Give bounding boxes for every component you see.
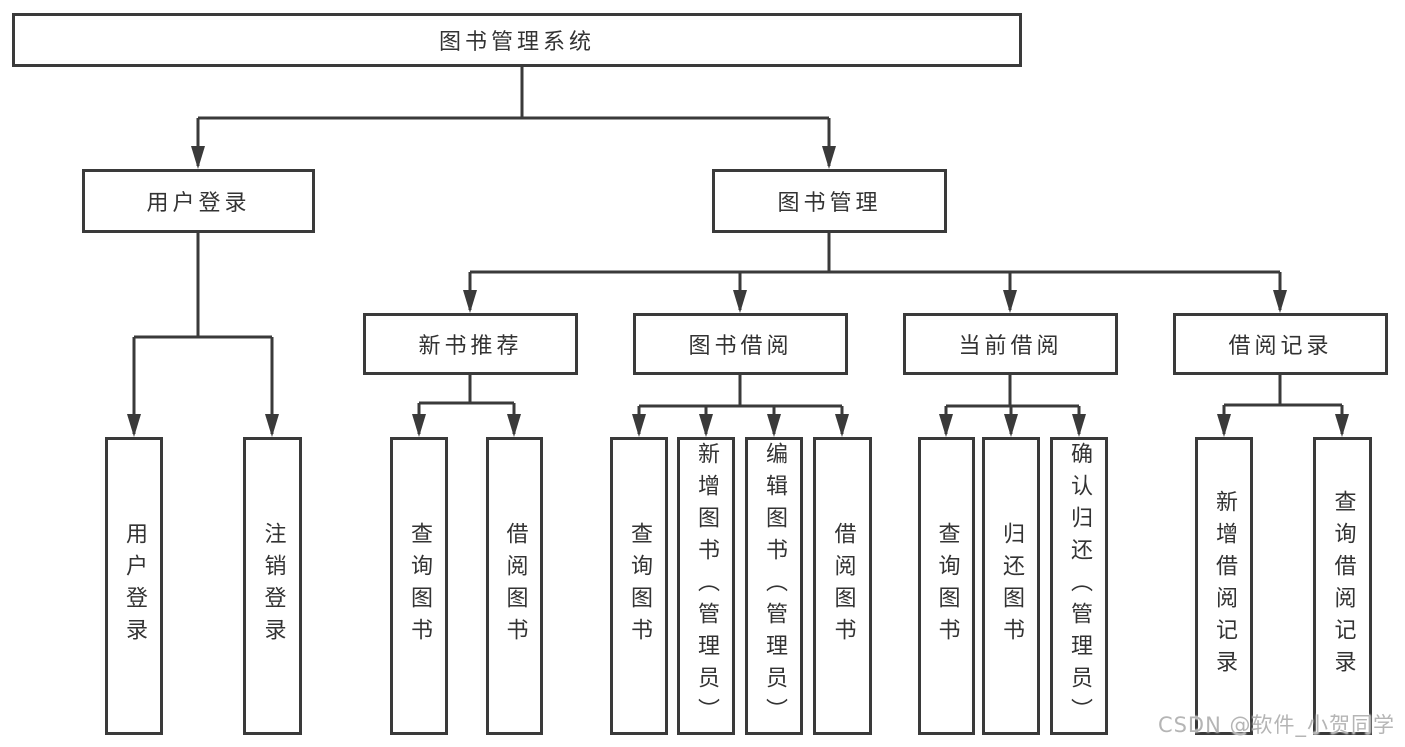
leaf-return-book-label: 归还图书 [999,522,1024,650]
connector-lines [132,67,1344,434]
leaf-borrow-books-borrowing: 借阅图书 [813,437,872,735]
leaf-add-book-admin: 新增图书（管理员） [677,437,735,735]
leaf-borrow-books-recommend-label: 借阅图书 [502,522,528,650]
leaf-add-book-admin-label: 新增图书（管理员） [694,442,719,730]
leaf-query-books-recommend: 查询图书 [390,437,448,735]
node-user-login-label: 用户登录 [146,191,251,216]
leaf-edit-book-admin-label: 编辑图书（管理员） [762,442,787,730]
node-current-borrowing: 当前借阅 [903,313,1118,375]
leaf-borrow-books-borrowing-label: 借阅图书 [830,522,856,650]
node-borrowing-records: 借阅记录 [1173,313,1388,375]
leaf-confirm-return-admin-label: 确认归还（管理员） [1067,442,1092,730]
node-book-management-label: 图书管理 [777,191,882,216]
leaf-user-login-label: 用户登录 [122,522,147,650]
node-book-borrowing-label: 图书借阅 [688,334,793,359]
csdn-watermark: CSDN @软件_小贺同学 [1157,713,1395,737]
leaf-borrow-books-recommend: 借阅图书 [486,437,543,735]
leaf-query-borrow-record-label: 查询借阅记录 [1330,490,1356,682]
leaf-return-book: 归还图书 [982,437,1040,735]
node-book-management: 图书管理 [712,169,947,233]
leaf-confirm-return-admin: 确认归还（管理员） [1050,437,1108,735]
node-book-borrowing: 图书借阅 [633,313,848,375]
node-current-borrowing-label: 当前借阅 [958,334,1063,359]
leaf-query-books-current-label: 查询图书 [934,522,960,650]
leaf-query-books-borrowing-label: 查询图书 [627,522,652,650]
leaf-query-borrow-record: 查询借阅记录 [1313,437,1372,735]
arrowheads [127,146,1349,437]
leaf-query-books-recommend-label: 查询图书 [407,522,432,650]
node-new-book-recommend-label: 新书推荐 [418,334,523,359]
leaf-user-login: 用户登录 [105,437,163,735]
leaf-add-borrow-record: 新增借阅记录 [1195,437,1253,735]
node-borrowing-records-label: 借阅记录 [1228,334,1333,359]
node-user-login: 用户登录 [82,169,315,233]
leaf-logout: 注销登录 [243,437,302,735]
node-new-book-recommend: 新书推荐 [363,313,578,375]
node-root: 图书管理系统 [12,13,1022,67]
leaf-edit-book-admin: 编辑图书（管理员） [745,437,803,735]
node-root-label: 图书管理系统 [438,30,595,55]
leaf-query-books-borrowing: 查询图书 [610,437,668,735]
leaf-add-borrow-record-label: 新增借阅记录 [1212,490,1237,682]
leaf-logout-label: 注销登录 [260,522,286,650]
leaf-query-books-current: 查询图书 [918,437,975,735]
